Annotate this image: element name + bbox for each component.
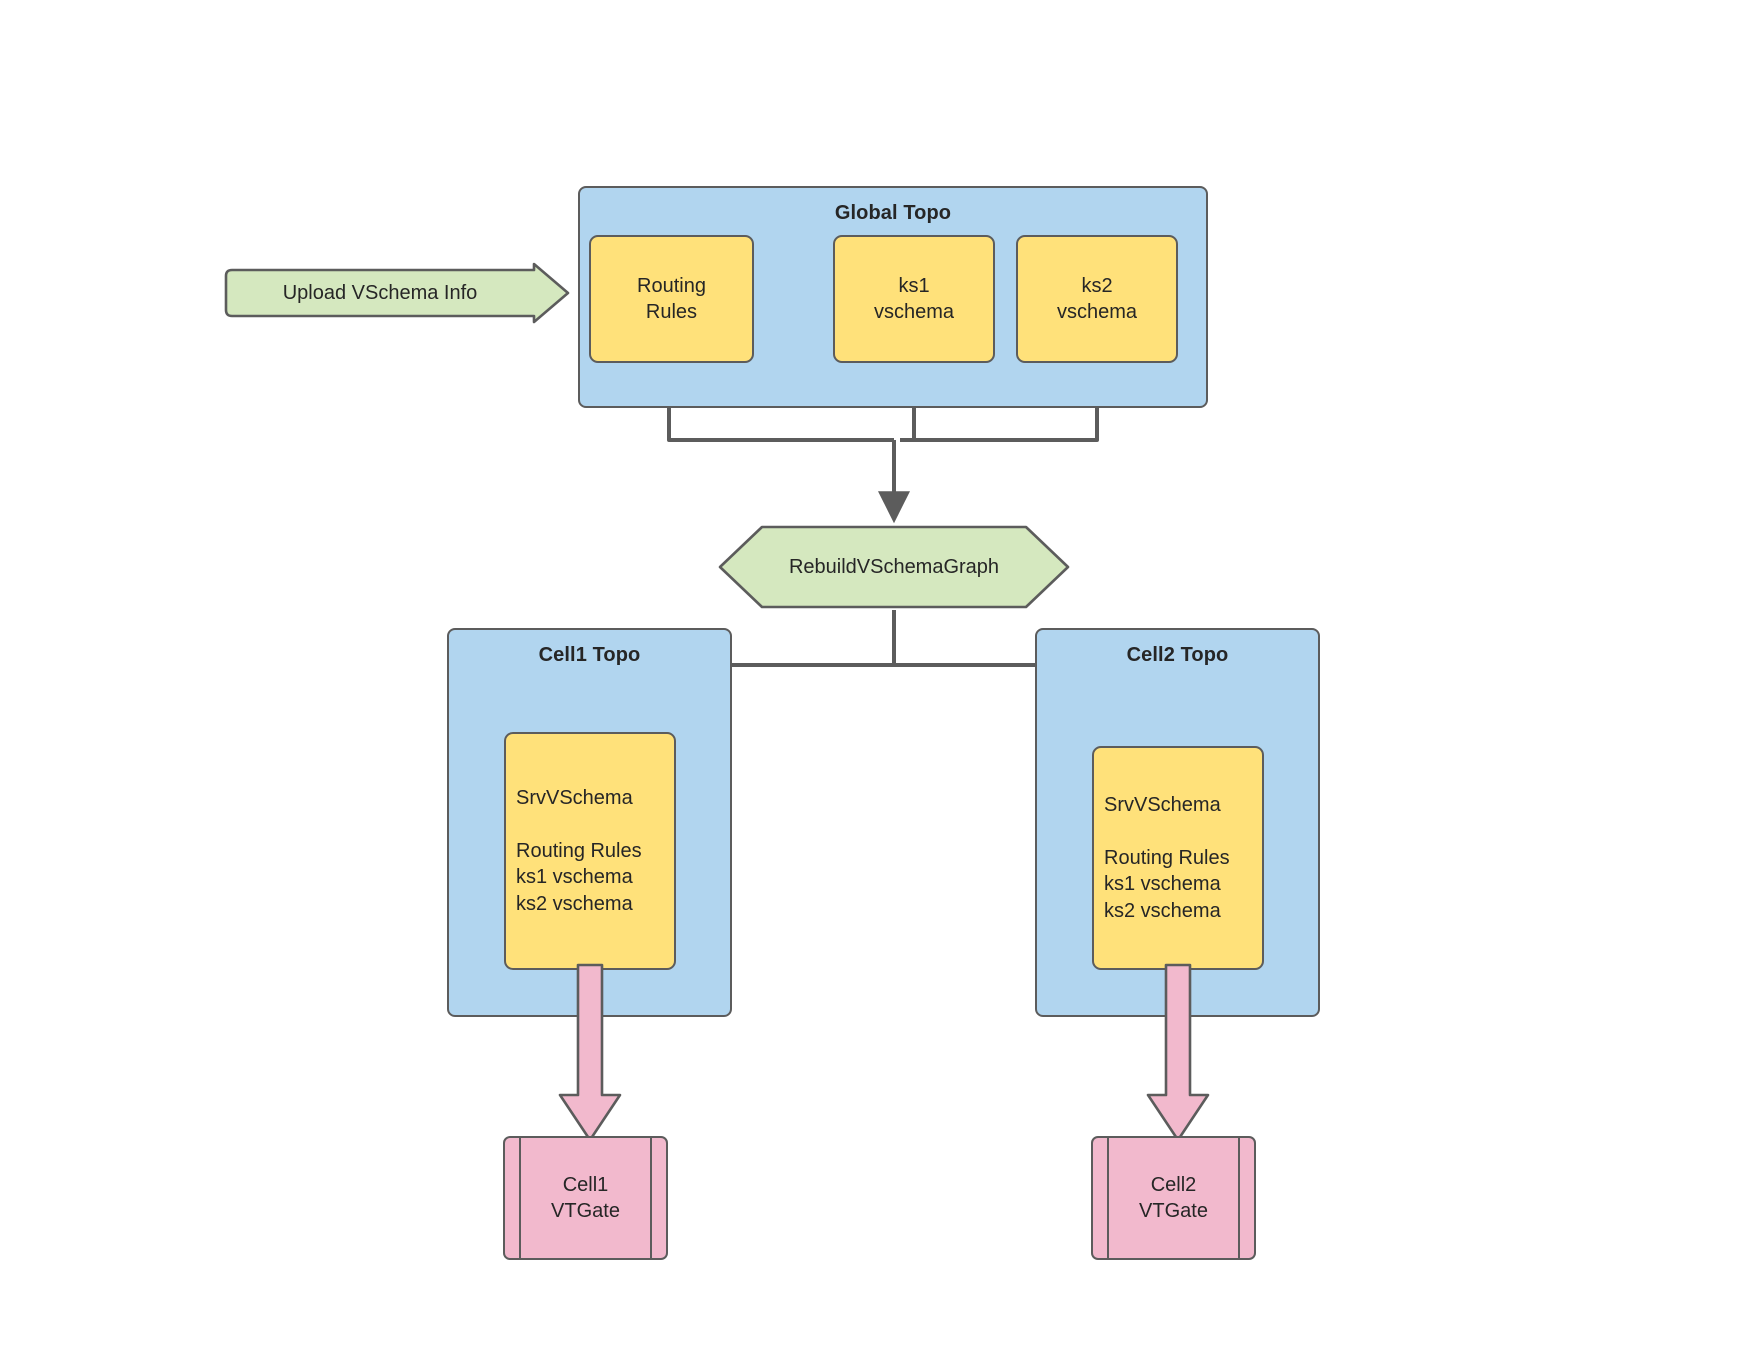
cell1-vtgate-node[interactable]: Cell1 VTGate (503, 1136, 668, 1260)
cell1-srvvschema-text: SrvVSchema Routing Rules ks1 vschema ks2… (516, 787, 642, 915)
ks2-vschema-box[interactable]: ks2 vschema (1016, 235, 1178, 363)
cell2-srvvschema-text: SrvVSchema Routing Rules ks1 vschema ks2… (1104, 794, 1230, 922)
cell1-srvvschema-box[interactable]: SrvVSchema Routing Rules ks1 vschema ks2… (504, 732, 676, 970)
process-bar-left (1107, 1136, 1109, 1260)
rebuild-vschema-graph-node[interactable]: RebuildVSchemaGraph (718, 525, 1070, 609)
rebuild-vschema-graph-label: RebuildVSchemaGraph (788, 555, 1000, 578)
cell2-topo-title: Cell2 Topo (1126, 644, 1229, 666)
global-topo-title: Global Topo (834, 202, 952, 224)
block-arrow-shape (224, 262, 570, 324)
process-bar-right (650, 1136, 652, 1260)
ks1-vschema-box[interactable]: ks1 vschema (833, 235, 995, 363)
upload-vschema-info-label: Upload VSchema Info (282, 281, 478, 304)
ks1-vschema-label: ks1 vschema (873, 274, 955, 323)
cell1-vtgate-label: Cell1 VTGate (551, 1173, 620, 1222)
routing-rules-label: Routing Rules (637, 274, 706, 323)
ks2-vschema-label: ks2 vschema (1056, 274, 1138, 323)
cell2-vtgate-label: Cell2 VTGate (1139, 1173, 1208, 1222)
cell2-srvvschema-box[interactable]: SrvVSchema Routing Rules ks1 vschema ks2… (1092, 746, 1264, 970)
cell2-vtgate-node[interactable]: Cell2 VTGate (1091, 1136, 1256, 1260)
hexagon-shape (718, 525, 1070, 609)
routing-rules-box[interactable]: Routing Rules (589, 235, 754, 363)
process-bar-left (519, 1136, 521, 1260)
upload-vschema-info-arrow[interactable]: Upload VSchema Info (222, 262, 572, 324)
process-bar-right (1238, 1136, 1240, 1260)
cell1-topo-title: Cell1 Topo (538, 644, 641, 666)
